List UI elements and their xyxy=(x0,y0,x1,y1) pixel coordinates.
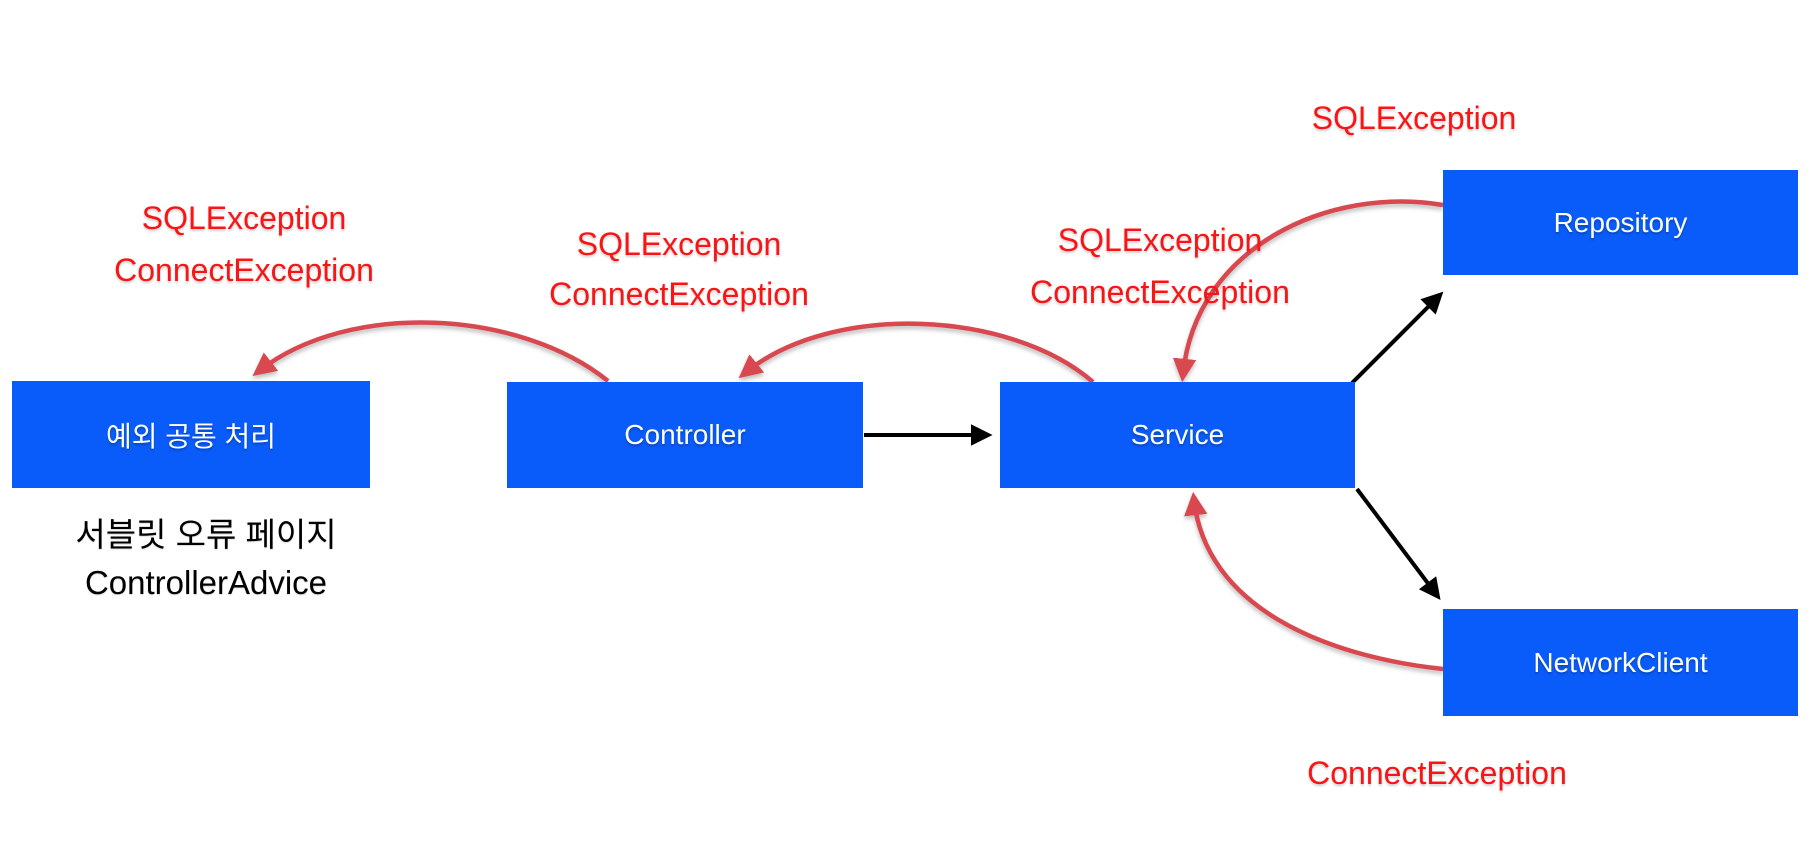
common-handler-notes: 서블릿 오류 페이지 ControllerAdvice xyxy=(0,511,412,607)
exception-label-above-common-handler: SQLException ConnectException xyxy=(44,192,444,296)
exception-label-above-repository: SQLException xyxy=(1214,92,1614,144)
exception-label-line: ConnectException xyxy=(114,252,374,288)
box-repository: Repository xyxy=(1443,170,1798,275)
exception-label-line: ConnectException xyxy=(1307,755,1567,791)
exception-label-line: SQLException xyxy=(141,200,347,236)
exception-label-above-service: SQLException ConnectException xyxy=(960,214,1360,318)
box-service-label: Service xyxy=(1130,419,1225,450)
box-exception-common-handler: 예외 공통 처리 xyxy=(12,381,370,488)
exception-arrow-networkclient-to-service xyxy=(1184,491,1444,672)
note-controller-advice: ControllerAdvice xyxy=(84,564,328,601)
box-controller: Controller xyxy=(507,382,863,488)
exception-label-line: ConnectException xyxy=(1030,274,1290,310)
box-network-client-label: NetworkClient xyxy=(1533,646,1708,678)
exception-arrow-repository-to-service xyxy=(1172,199,1444,383)
call-arrow-service-to-networkclient xyxy=(1355,487,1441,601)
box-controller-label: Controller xyxy=(624,419,746,450)
exception-arrow-service-to-controller xyxy=(738,321,1095,384)
exception-label-above-controller: SQLException ConnectException xyxy=(479,219,879,319)
exception-label-line: SQLException xyxy=(576,226,782,262)
box-service: Service xyxy=(1000,382,1355,488)
exception-label-line: SQLException xyxy=(1311,100,1517,136)
box-repository-label: Repository xyxy=(1553,206,1688,238)
box-network-client: NetworkClient xyxy=(1443,609,1798,716)
exception-label-line: ConnectException xyxy=(549,276,809,312)
box-exception-common-handler-label: 예외 공통 처리 xyxy=(105,420,277,452)
exception-label-below-network-client: ConnectException xyxy=(1237,747,1637,799)
call-arrow-service-to-repository xyxy=(1350,291,1444,385)
exception-label-line: SQLException xyxy=(1057,222,1263,258)
note-servlet-error-page: 서블릿 오류 페이지 xyxy=(75,516,337,553)
exception-arrow-controller-to-common-handler xyxy=(252,320,610,383)
